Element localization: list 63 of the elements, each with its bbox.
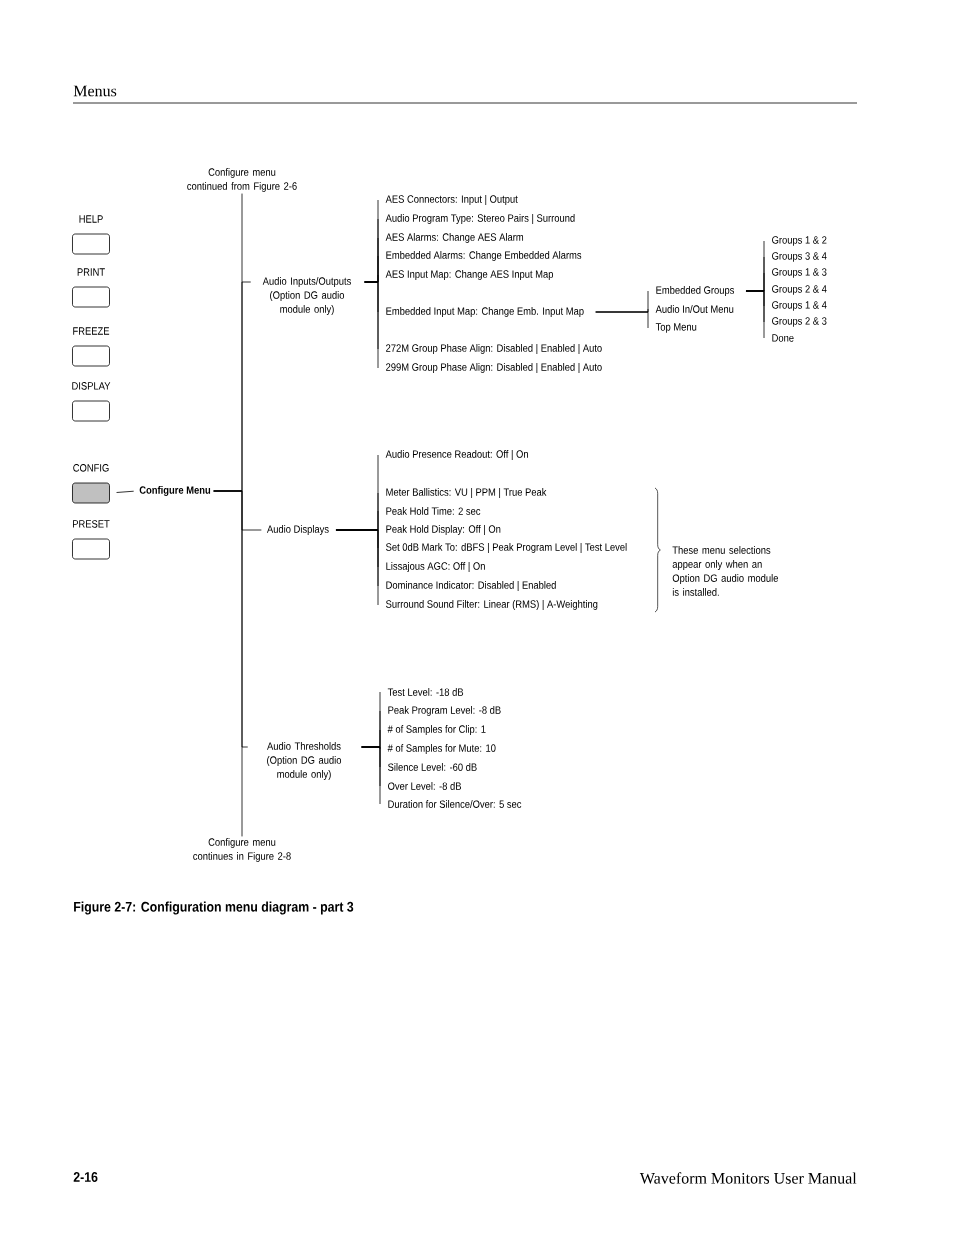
node-label: HELP: [79, 215, 103, 223]
connector-line: [335, 529, 379, 606]
menu-item: Peak Hold Display: Off | On: [386, 525, 501, 535]
menu-item: AES Connectors: Input | Output: [385, 195, 518, 205]
menu-item: Lissajous AGC: Off | On: [386, 562, 485, 572]
button: CONFIG: [72, 464, 110, 504]
connector-line: [116, 490, 135, 493]
menu-heading: Audio Inputs/Outputs (Option DG audio module only): [262, 277, 351, 315]
page-number: 2-16: [73, 1172, 98, 1182]
menu-item: Silence Level: -60 dB: [388, 763, 477, 771]
menu-item: # of Samples for Clip: 1: [387, 725, 486, 735]
node-label: DISPLAY: [72, 382, 111, 390]
menu-item: Meter Ballistics: VU | PPM | True Peak: [386, 488, 547, 498]
node-label: PRINT: [77, 268, 105, 276]
menu-item: Embedded Alarms: Change Embedded Alarms: [386, 251, 582, 261]
connector-line: [361, 746, 381, 805]
continuation-note: Configure menu continues in Figure 2-8: [193, 838, 291, 862]
menu-item: Groups 3 & 4: [772, 252, 827, 262]
menu-item: 299M Group Phase Align: Disabled | Enabled | Auto: [386, 363, 602, 373]
menu-heading: Audio Displays: [267, 525, 329, 535]
menu-item: Embedded Groups: [656, 286, 735, 296]
menu-item: Peak Hold Time: 2 sec: [386, 507, 481, 515]
menu-item: Groups 1 & 3: [772, 268, 827, 278]
menu-item: Done: [772, 334, 794, 342]
button: PRINT: [72, 268, 110, 308]
menu-item: Audio Program Type: Stereo Pairs | Surround: [385, 214, 575, 224]
menu-item: Groups 2 & 4: [772, 285, 827, 295]
menu-item: Groups 1 & 2: [772, 236, 827, 246]
menu-item: 272M Group Phase Align: Disabled | Enabled | Auto: [386, 344, 602, 354]
connector-line: [364, 281, 379, 369]
menu-item: Top Menu: [655, 323, 697, 333]
menu-item: Set 0dB Mark To: dBFS | Peak Program Level | Test Level: [386, 543, 627, 553]
menu-item: Test Level: -18 dB: [387, 688, 464, 696]
menu-title: Configure Menu: [139, 486, 211, 496]
continuation-note: Configure menu continued from Figure 2-6: [187, 168, 297, 192]
menu-item: AES Alarms: Change AES Alarm: [385, 233, 524, 243]
menu-item: Surround Sound Filter: Linear (RMS) | A-Weighting: [386, 600, 598, 610]
menu-item: Duration for Silence/Over: 5 sec: [388, 800, 522, 808]
connector-line: [213, 490, 243, 837]
menu-item: Audio In/Out Menu: [655, 305, 734, 313]
node-label: FREEZE: [73, 327, 110, 335]
header-title: Menus: [73, 85, 117, 97]
node-label: PRESET: [73, 520, 110, 528]
figure-caption: Figure 2-7: Configuration menu diagram - part 3: [74, 901, 354, 915]
connector-line: [595, 311, 649, 329]
menu-item: Groups 2 & 3: [772, 317, 827, 327]
menu-item: Embedded Input Map: Change Emb. Input Map: [386, 307, 584, 317]
menu-item: Peak Program Level: -8 dB: [388, 706, 501, 716]
button: FREEZE: [72, 327, 110, 367]
menu-heading: Audio Thresholds (Option DG audio module only): [267, 742, 342, 780]
footer-title: Waveform Monitors User Manual: [639, 1172, 857, 1184]
button: PRESET: [72, 520, 110, 560]
menu-item: AES Input Map: Change AES Input Map: [385, 270, 554, 280]
menu-item: Dominance Indicator: Disabled | Enabled: [386, 581, 556, 591]
connector-line: [745, 290, 765, 339]
menu-item: Over Level: -8 dB: [388, 782, 461, 790]
menu-item: Audio Presence Readout: Off | On: [385, 450, 528, 460]
note-text: These menu selections appear only when an Option DG audio module is installed.: [672, 546, 778, 596]
button: HELP: [72, 215, 110, 255]
button: DISPLAY: [72, 382, 111, 422]
node-label: CONFIG: [73, 464, 109, 472]
menu-item: # of Samples for Mute: 10: [387, 744, 496, 754]
menu-item: Groups 1 & 4: [772, 301, 827, 311]
